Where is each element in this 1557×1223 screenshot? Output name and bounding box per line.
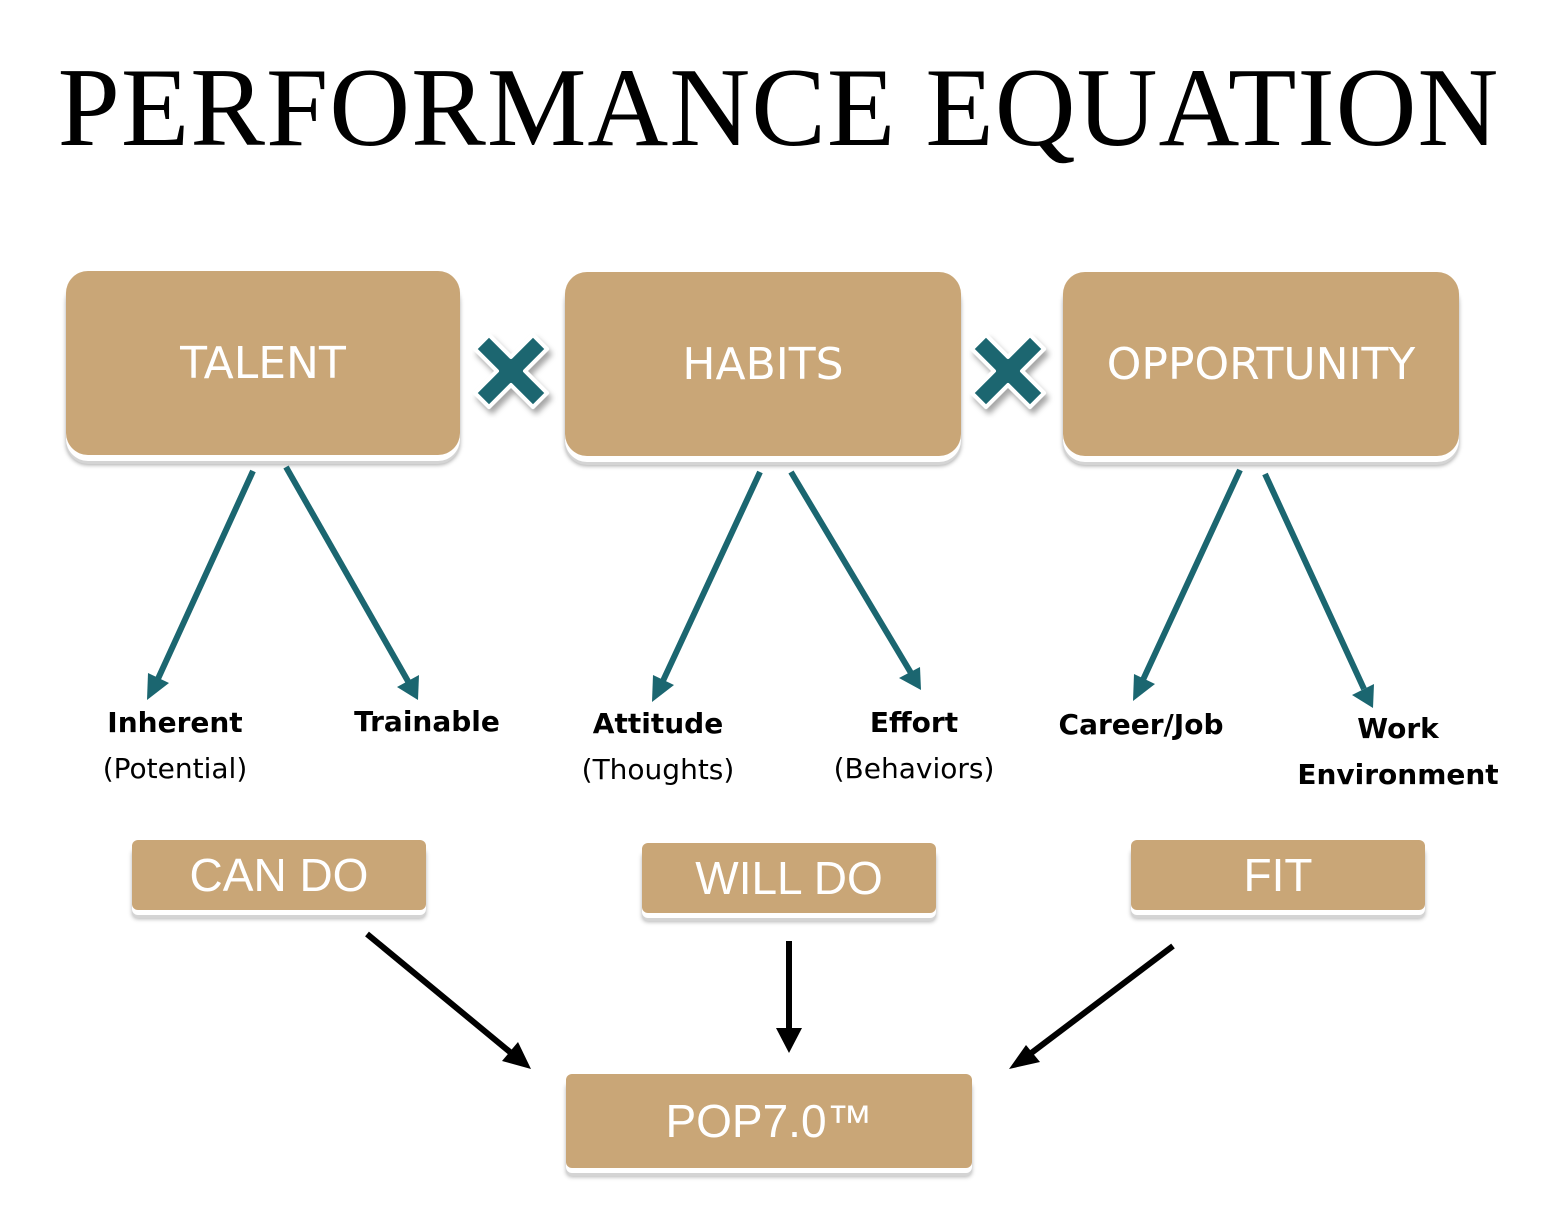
arrow-icon bbox=[365, 931, 518, 1060]
page-title: PERFORMANCE EQUATION bbox=[57, 46, 1500, 170]
will-do-label: WILL DO bbox=[695, 852, 883, 904]
arrow-icon bbox=[1024, 943, 1175, 1060]
sub-label-attitude-note: (Thoughts) bbox=[581, 753, 735, 786]
sub-label-inherent-note: (Potential) bbox=[102, 752, 248, 785]
sub-label-work-environment: Work Environment bbox=[1288, 706, 1508, 798]
sub-label-career-job: Career/Job bbox=[1036, 702, 1246, 748]
result-label: POP7.0™ bbox=[665, 1095, 873, 1147]
arrow-icon bbox=[788, 470, 914, 675]
can-do-box: CAN DO bbox=[132, 840, 426, 910]
sub-label-inherent: Inherent (Potential) bbox=[70, 700, 280, 792]
sub-label-trainable-title: Trainable bbox=[354, 705, 500, 738]
fit-box: FIT bbox=[1131, 840, 1425, 910]
sub-label-effort-note: (Behaviors) bbox=[833, 752, 995, 785]
sub-label-effort: Effort (Behaviors) bbox=[804, 700, 1024, 792]
arrow-icon bbox=[154, 469, 256, 683]
arrow-icon bbox=[1139, 468, 1243, 684]
arrow-icon bbox=[1262, 472, 1367, 691]
can-do-label: CAN DO bbox=[189, 849, 369, 901]
sub-label-inherent-title: Inherent bbox=[107, 706, 243, 739]
sub-label-attitude-title: Attitude bbox=[592, 707, 724, 740]
will-do-box: WILL DO bbox=[642, 843, 936, 913]
habits-label: HABITS bbox=[682, 338, 844, 390]
multiply-icon bbox=[970, 333, 1046, 409]
opportunity-box: OPPORTUNITY bbox=[1063, 272, 1459, 456]
multiply-icon bbox=[473, 333, 549, 409]
sub-label-trainable: Trainable bbox=[327, 699, 527, 745]
sub-label-attitude: Attitude (Thoughts) bbox=[548, 701, 768, 793]
sub-label-career-job-title: Career/Job bbox=[1058, 708, 1224, 741]
sub-label-effort-title: Effort bbox=[869, 706, 959, 739]
habits-box: HABITS bbox=[565, 272, 961, 456]
talent-label: TALENT bbox=[180, 337, 346, 389]
fit-label: FIT bbox=[1243, 849, 1313, 901]
arrow-icon bbox=[659, 470, 763, 685]
arrow-icon bbox=[283, 465, 412, 685]
opportunity-label: OPPORTUNITY bbox=[1106, 338, 1416, 390]
talent-box: TALENT bbox=[66, 271, 460, 455]
sub-label-work-environment-title: Work Environment bbox=[1297, 712, 1499, 791]
result-box: POP7.0™ bbox=[566, 1074, 972, 1168]
